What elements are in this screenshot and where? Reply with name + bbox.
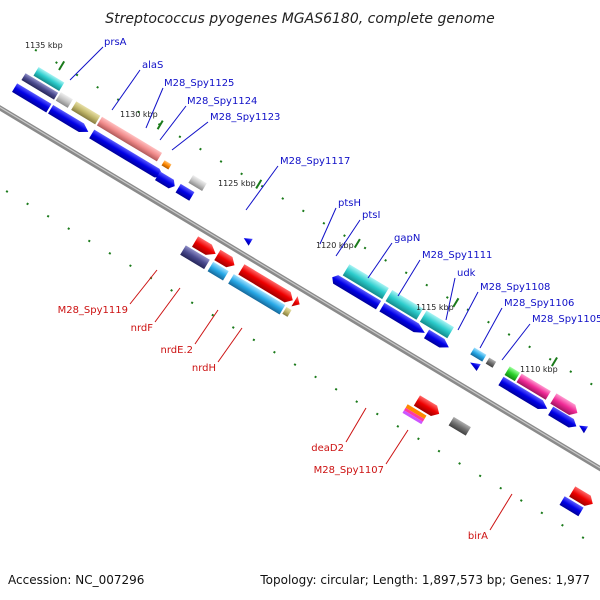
gene-ptsH[interactable] <box>342 264 389 300</box>
gene-feature[interactable] <box>548 406 579 431</box>
gene-label[interactable]: M28_Spy1123 <box>210 112 280 123</box>
gene-feature[interactable] <box>55 92 73 108</box>
gene-label[interactable]: prsA <box>104 37 127 48</box>
gene-ptsI[interactable] <box>385 290 424 320</box>
gene-feature[interactable] <box>402 410 423 425</box>
gene-label[interactable]: M28_Spy1125 <box>164 78 234 89</box>
gene-feature[interactable] <box>559 496 584 517</box>
gene-feature[interactable] <box>89 129 166 182</box>
gene-feature[interactable] <box>468 359 481 372</box>
gene-feature[interactable] <box>330 273 382 310</box>
tick-mark <box>452 297 460 308</box>
gene-feature[interactable] <box>498 376 549 413</box>
gene-label[interactable]: M28_Spy1111 <box>422 250 492 261</box>
gene-M28_Spy1105[interactable] <box>550 393 580 418</box>
gene-label[interactable]: ptsH <box>338 198 361 209</box>
gene-M28_Spy1108[interactable] <box>504 366 520 382</box>
gene-label[interactable]: M28_Spy1119 <box>58 305 128 316</box>
gene-label[interactable]: birA <box>468 531 488 542</box>
gene-M28_Spy1124[interactable] <box>154 171 177 191</box>
gene-M28_Spy1123[interactable] <box>188 175 207 191</box>
gene-label[interactable]: M28_Spy1106 <box>504 298 574 309</box>
gene-gapN[interactable] <box>419 310 454 339</box>
topology-text: Topology: circular; Length: 1,897,573 bp… <box>260 573 590 587</box>
gene-feature[interactable] <box>423 329 451 352</box>
gene-nrdE.2[interactable] <box>238 264 296 305</box>
gene-alaS[interactable] <box>96 116 163 162</box>
gene-feature[interactable] <box>485 357 497 368</box>
map-title: Streptococcus pyogenes MGAS6180, complet… <box>105 11 494 27</box>
tick-mark <box>353 238 361 249</box>
tick-mark <box>255 179 263 189</box>
gene-feature[interactable] <box>71 101 101 125</box>
tick-label: 1120 kbp <box>316 241 354 250</box>
gene-label[interactable]: nrdE.2 <box>161 345 193 356</box>
gene-label[interactable]: gapN <box>394 233 420 244</box>
gene-birA[interactable] <box>569 486 596 509</box>
gene-label[interactable]: udk <box>457 268 476 279</box>
leader-lines-bottom <box>129 269 513 531</box>
accession-text: Accession: NC_007296 <box>8 573 145 587</box>
gene-label[interactable]: ptsI <box>362 210 380 221</box>
gene-label[interactable]: nrdF <box>131 323 154 334</box>
leader-lines-top <box>69 46 531 361</box>
tick-mark <box>551 357 558 367</box>
gene-feature[interactable] <box>21 73 59 100</box>
tick-label: 1125 kbp <box>218 179 256 188</box>
gene-feature[interactable] <box>48 104 91 136</box>
gene-M28_Spy1119[interactable] <box>180 245 210 270</box>
gene-label[interactable]: M28_Spy1117 <box>280 156 350 167</box>
gene-M28_Spy1111[interactable] <box>379 302 427 337</box>
gene-M28_Spy1125[interactable] <box>161 160 172 170</box>
gene-label[interactable]: M28_Spy1105 <box>532 314 600 325</box>
tick-mark <box>156 120 164 130</box>
gene-feature[interactable] <box>404 407 425 422</box>
gene-nrdH[interactable] <box>282 306 292 317</box>
gene-feature[interactable] <box>214 249 237 271</box>
genome-track <box>0 48 600 559</box>
tick-label: 1110 kbp <box>520 365 558 374</box>
tick-label: 1135 kbp <box>25 41 63 50</box>
gene-deaD2[interactable] <box>413 395 442 419</box>
tick-label: 1115 kbp <box>416 303 454 312</box>
tick-label: 1130 kbp <box>120 110 158 119</box>
tick-mark <box>58 60 66 71</box>
gene-feature[interactable] <box>291 296 302 309</box>
gene-feature[interactable] <box>175 183 195 201</box>
gene-label[interactable]: M28_Spy1108 <box>480 282 550 293</box>
gene-label[interactable]: alaS <box>142 60 163 71</box>
dot-row-inner <box>0 165 600 559</box>
gene-prsA[interactable] <box>12 83 52 113</box>
gene-M28_Spy1106[interactable] <box>516 373 551 400</box>
gene-M28_Spy1117[interactable] <box>242 235 253 246</box>
gene-M28_Spy1107[interactable] <box>448 416 471 436</box>
gene-udk[interactable] <box>470 347 487 362</box>
gene-feature[interactable] <box>577 422 589 434</box>
gene-label[interactable]: nrdH <box>192 363 216 374</box>
gene-label[interactable]: deaD2 <box>311 443 344 454</box>
gene-feature[interactable] <box>228 274 286 315</box>
gene-nrdF[interactable] <box>191 236 219 259</box>
gene-label[interactable]: M28_Spy1124 <box>187 96 257 107</box>
gene-feature[interactable] <box>33 67 65 92</box>
gene-feature[interactable] <box>405 404 427 420</box>
gene-feature[interactable] <box>207 261 229 281</box>
gene-label[interactable]: M28_Spy1107 <box>314 465 384 476</box>
